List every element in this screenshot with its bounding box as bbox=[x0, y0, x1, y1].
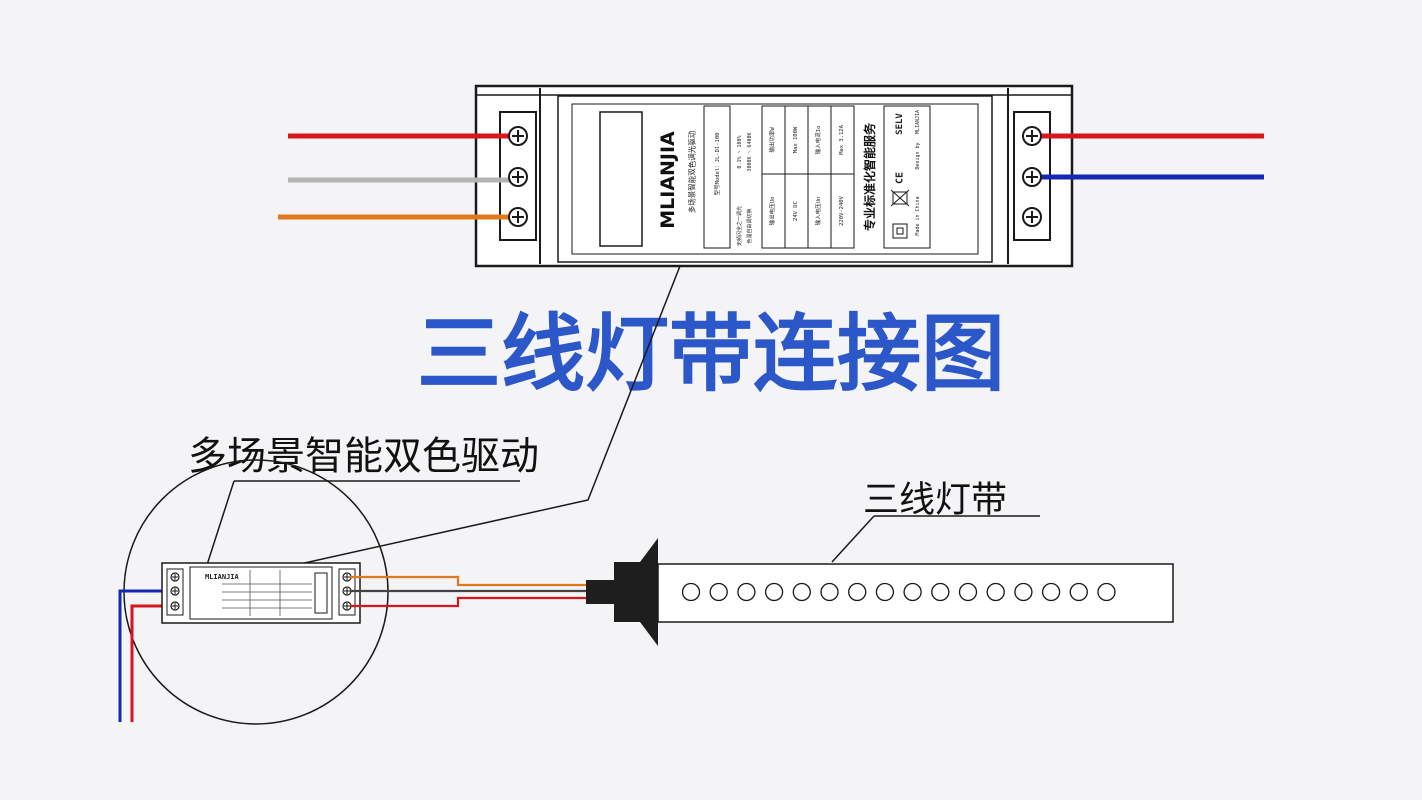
label-output-power-label: 输出功率W bbox=[768, 127, 776, 153]
led-dot bbox=[931, 582, 950, 602]
wire-orange-to-strip bbox=[350, 575, 590, 587]
label-ce: CE bbox=[895, 172, 906, 184]
driver-small: MLIANJIA bbox=[118, 562, 361, 722]
driver-label-leader bbox=[205, 480, 235, 569]
wire-red-to-strip bbox=[350, 596, 590, 608]
led-dot bbox=[1097, 582, 1116, 602]
label-dim-range: 0.1% ~ 100% bbox=[737, 135, 743, 168]
led-dot bbox=[681, 582, 701, 602]
screw-icon bbox=[170, 601, 180, 611]
wire-blue-mains-input bbox=[118, 589, 174, 722]
led-dot bbox=[903, 582, 922, 602]
led-dot bbox=[820, 582, 839, 602]
led-dot bbox=[1014, 582, 1033, 602]
leader-line-zoom bbox=[299, 265, 681, 565]
screw-icon bbox=[508, 167, 528, 187]
label-slogan: 专业标准化智能服务 bbox=[862, 122, 877, 231]
screw-icon bbox=[508, 126, 528, 146]
label-input-voltage-value: 220V-240V bbox=[839, 195, 845, 225]
led-dot bbox=[1069, 582, 1088, 602]
led-dot bbox=[709, 582, 728, 602]
label-cct-range: 3000K ~ 6400K bbox=[747, 132, 753, 171]
weee-bin-icon bbox=[890, 189, 910, 207]
label-selv: SELV bbox=[895, 113, 905, 135]
label-input-current-label: 输入电流Io bbox=[814, 126, 822, 155]
screw-icon bbox=[508, 207, 528, 227]
label-product-name: 多场景智能双色调光驱动 bbox=[687, 130, 697, 213]
label-designed-by: Design by bbox=[915, 142, 921, 169]
label-input-voltage-label: 输入电压Un bbox=[814, 197, 822, 226]
driver-large: MLIANJIA 多场景智能双色调光驱动 型号Model：JL-D1-100 无… bbox=[278, 84, 1264, 268]
label-display-window bbox=[599, 111, 643, 247]
screw-icon bbox=[170, 572, 180, 582]
wire-red-mains-input bbox=[130, 604, 174, 722]
class-ii-icon bbox=[892, 223, 908, 239]
diagram-title: 三线灯带连接图 bbox=[417, 305, 1005, 403]
label-made-in: Made in China bbox=[915, 196, 921, 235]
strip-label-leader bbox=[831, 515, 875, 563]
led-dot bbox=[958, 582, 978, 602]
label-output-power-value: Max 100W bbox=[793, 126, 799, 153]
label-output-voltage-label: 输出电压Uo bbox=[768, 197, 776, 226]
screw-icon bbox=[342, 572, 352, 582]
led-dot bbox=[1041, 582, 1061, 602]
screw-icon bbox=[1022, 207, 1042, 227]
screw-icon bbox=[1022, 167, 1042, 187]
label-model-line: 型号Model：JL-D1-100 bbox=[713, 133, 721, 196]
led-dot bbox=[764, 582, 784, 602]
screw-icon bbox=[342, 586, 352, 596]
led-strip-leds bbox=[681, 582, 1116, 602]
led-dot bbox=[848, 582, 867, 602]
led-dot bbox=[875, 582, 895, 602]
label-output-voltage-value: 24V DC bbox=[793, 201, 799, 221]
driver-label: 多场景智能双色驱动 bbox=[188, 435, 539, 480]
strip-label: 三线灯带 bbox=[863, 480, 1007, 521]
label-input-current-value: Max 3.12A bbox=[839, 124, 845, 154]
led-dot bbox=[737, 582, 756, 602]
led-dot bbox=[792, 582, 811, 602]
label-brand: MLIANJIA bbox=[657, 131, 679, 229]
screw-icon bbox=[170, 586, 180, 596]
strip-connector bbox=[586, 538, 658, 646]
driver-label-plate: MLIANJIA 多场景智能双色调光驱动 型号Model：JL-D1-100 无… bbox=[557, 95, 993, 263]
label-cct-note: 色温自由调切换 bbox=[746, 208, 753, 243]
screw-icon bbox=[1022, 126, 1042, 146]
screw-icon bbox=[342, 601, 352, 611]
driver-small-brand: MLIANJIA bbox=[205, 573, 240, 581]
label-dim-note: 无频闪全之一调光 bbox=[736, 206, 743, 246]
led-dot bbox=[986, 582, 1005, 602]
label-designer: MLIANJIA bbox=[915, 110, 921, 134]
